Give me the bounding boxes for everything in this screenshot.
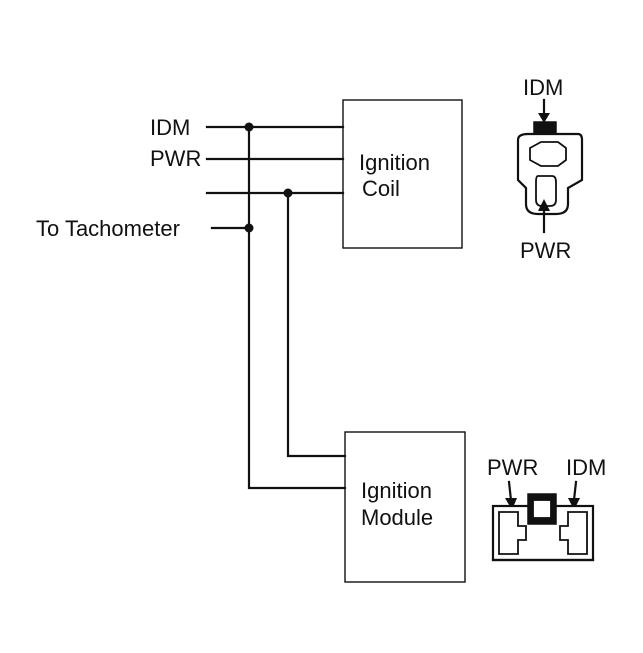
ignition-coil-label-line1: Ignition [359,150,430,175]
module-connector-idm-label: IDM [566,455,606,480]
pwr-wire-label: PWR [150,146,201,171]
coil-connector-pwr-arrowhead [538,199,550,211]
module-connector-pwr-arrow-stem [507,480,513,502]
coil-connector-top-pin [529,141,567,167]
tachometer-wire-label: To Tachometer [36,216,180,241]
module-connector-right-pin [559,511,588,555]
module-connector-idm-arrow-stem [572,480,578,502]
ignition-module-label-line2: Module [361,505,433,530]
idm-junction-dot [244,122,254,132]
module-connector: PWR IDM [487,455,606,562]
coil-connector-idm-tab [533,121,557,135]
module-connector-pwr-label: PWR [487,455,538,480]
coil-connector-idm-label: IDM [523,75,563,100]
coil-connector-idm-arrowhead [538,113,550,123]
coil-connector: IDM PWR [516,75,584,263]
idm-module-wire [247,125,347,490]
ignition-module-box [344,431,466,583]
module-connector-idm-arrowhead [568,498,580,510]
ignition-module-label-line1: Ignition [361,478,432,503]
wires [205,122,347,490]
module-connector-latch-inner [532,499,552,519]
tachometer-junction-dot [244,223,254,233]
module-junction-dot [283,188,293,198]
idm-wire-label: IDM [150,115,190,140]
module-signal-wire [286,191,347,458]
ignition-coil-label-line2: Coil [362,176,400,201]
ignition-coil-box [342,99,463,249]
module-connector-left-pin [498,511,527,555]
coil-connector-bottom-pin [535,175,557,207]
module-connector-pwr-arrowhead [505,498,517,510]
coil-connector-pwr-label: PWR [520,238,571,263]
